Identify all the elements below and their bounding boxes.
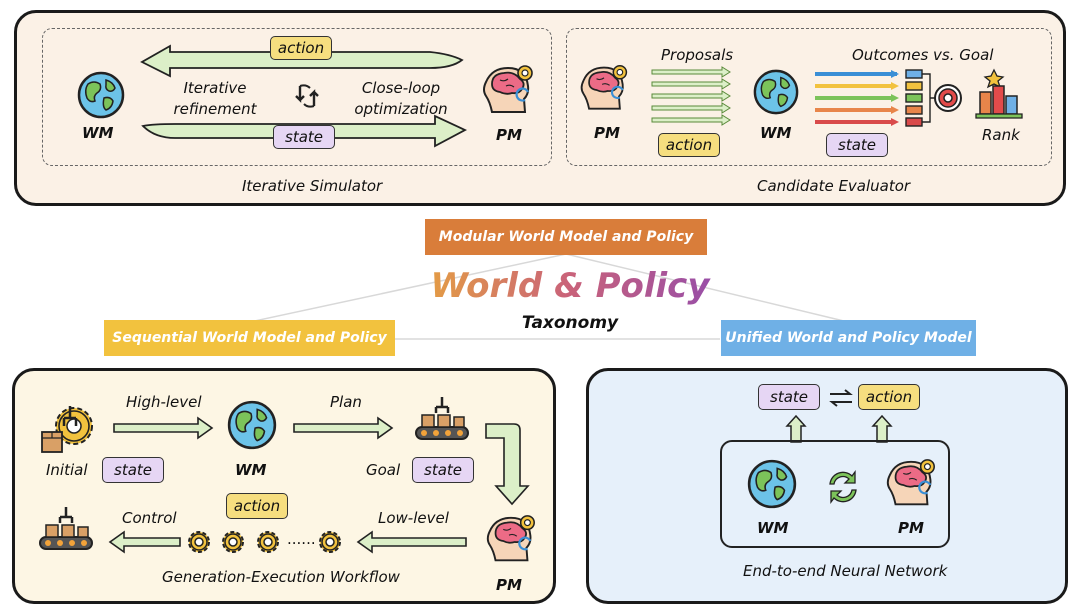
pm-label: PM: [898, 519, 924, 537]
robot-arm-icon: [41, 406, 93, 453]
low-level-label: Low-level: [378, 509, 449, 527]
initial-label: Initial: [46, 461, 88, 479]
exchange-arrows-icon: [829, 389, 853, 407]
state-tag: state: [102, 457, 164, 483]
state-tag: state: [273, 125, 335, 149]
unified-panel: [586, 368, 1068, 604]
modular-category-label: Modular World Model and Policy: [425, 219, 707, 255]
sequential-caption: Generation-Execution Workflow: [162, 568, 400, 586]
high-level-arrow: [113, 416, 214, 440]
outcome-arrows: [815, 70, 899, 126]
wm-label: WM: [235, 461, 267, 479]
unified-caption: End-to-end Neural Network: [743, 562, 948, 580]
close-loop-text: Close-loop optimization: [354, 79, 448, 118]
gear-icon: [253, 527, 283, 557]
proposals-label: Proposals: [661, 46, 734, 64]
proposal-arrows: [651, 66, 731, 126]
gear-icon: [218, 527, 248, 557]
cycle-icon: [829, 470, 857, 504]
sync-icon: [295, 84, 319, 108]
wm-label: WM: [757, 519, 789, 537]
candidate-caption: Candidate Evaluator: [757, 177, 911, 195]
globe-icon: [226, 399, 278, 451]
rank-label: Rank: [982, 126, 1020, 144]
conveyor-icon: [412, 394, 472, 446]
low-level-arrow: [356, 530, 467, 554]
action-tag: action: [658, 133, 720, 157]
wm-label: WM: [82, 124, 114, 142]
brain-head-icon: [882, 456, 940, 514]
neural-network-box: [720, 440, 950, 548]
taxonomy-subtitle: Taxonomy: [521, 313, 619, 333]
up-arrow-action: [871, 414, 893, 443]
plan-arrow: [293, 416, 394, 440]
unified-category-label: Unified World and Policy Model: [721, 320, 976, 356]
pm-label: PM: [496, 576, 522, 594]
ellipsis-dots: ......: [287, 530, 316, 548]
taxonomy-title: World & Policy: [400, 266, 740, 306]
control-arrow: [108, 530, 181, 554]
conveyor-icon: [36, 504, 96, 556]
action-tag: action: [226, 493, 288, 519]
state-tag: state: [412, 457, 474, 483]
rank-chart-icon: [975, 68, 1023, 119]
sequential-panel: [12, 368, 556, 604]
goal-to-pm-arrow: [485, 423, 530, 506]
pm-label: PM: [594, 124, 620, 142]
goal-label: Goal: [366, 461, 401, 479]
gear-icon: [184, 527, 214, 557]
high-level-label: High-level: [126, 393, 202, 411]
wm-label: WM: [760, 124, 792, 142]
outcomes-label: Outcomes vs. Goal: [852, 46, 994, 64]
candidate-evaluator-box: [566, 28, 1052, 166]
up-arrow-state: [785, 414, 807, 443]
action-tag: action: [270, 36, 332, 60]
pm-label: PM: [496, 126, 522, 144]
iterative-refinement-text: Iterative refinement: [173, 79, 257, 118]
state-tag: state: [826, 133, 888, 157]
action-tag: action: [858, 384, 920, 410]
sequential-category-label: Sequential World Model and Policy: [104, 320, 395, 356]
globe-icon: [746, 458, 798, 510]
brain-head-icon: [482, 512, 540, 570]
plan-label: Plan: [330, 393, 362, 411]
state-tag: state: [758, 384, 820, 410]
action-loop-arrow: [140, 44, 464, 78]
target-icon: [905, 69, 962, 127]
iterative-caption: Iterative Simulator: [242, 177, 383, 195]
control-label: Control: [122, 509, 177, 527]
iterative-simulator-box: [42, 28, 552, 166]
gear-icon: [315, 527, 345, 557]
